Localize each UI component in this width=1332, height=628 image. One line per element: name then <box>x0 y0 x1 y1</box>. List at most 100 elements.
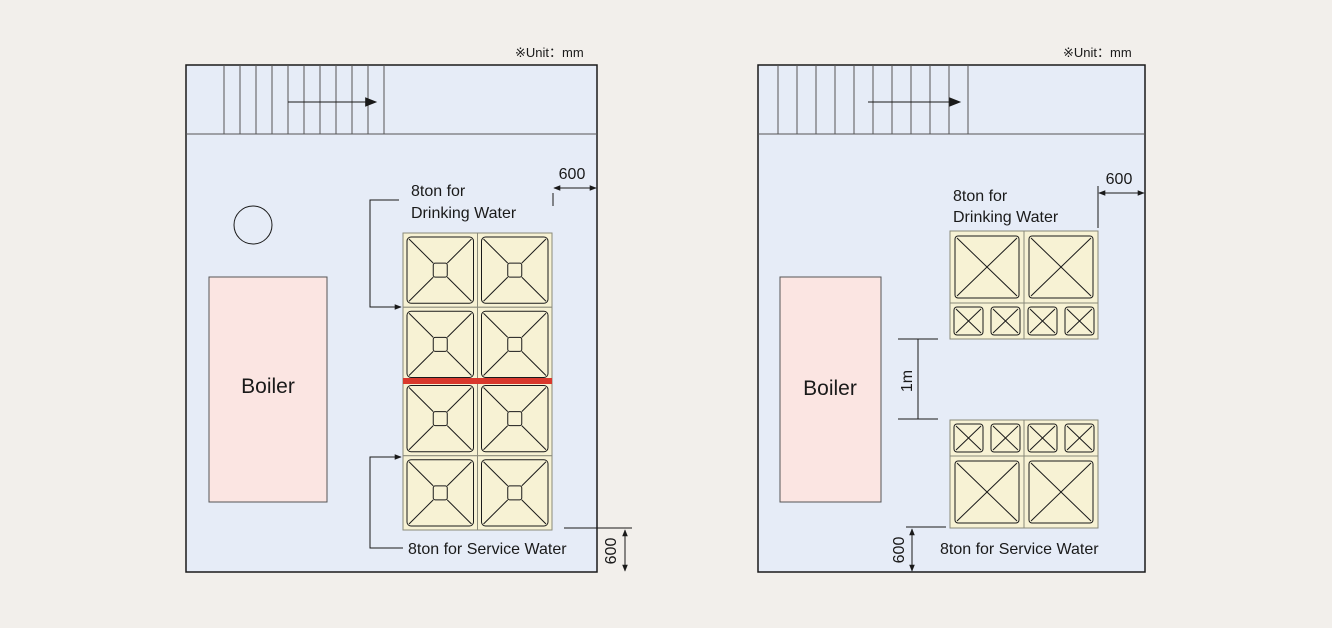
right-service-tank <box>949 419 1099 529</box>
tank-panel-rib <box>408 387 434 412</box>
tank-panel-rib <box>408 238 434 264</box>
tank-panel-frame <box>481 310 549 378</box>
tank-panel-rib <box>483 425 509 451</box>
tank-panel-frame <box>481 459 549 527</box>
tank-panel-rib <box>408 499 434 525</box>
tank-panel-frame <box>990 423 1021 453</box>
tank-panel-frame <box>1028 460 1094 524</box>
tank-panel-rib <box>1030 462 1092 522</box>
left-service-leader <box>369 454 403 549</box>
tank-panel-rib <box>446 312 472 338</box>
tank-panel-rib <box>483 499 509 525</box>
tank-panel-frame <box>953 306 984 336</box>
tank-panel-rib <box>446 276 472 302</box>
tank-panel-frame <box>1028 235 1094 299</box>
tank-panel-rib <box>956 462 1018 522</box>
right-boiler <box>779 276 882 503</box>
tank-panel-rib <box>521 276 547 302</box>
tank-panel-rib <box>446 461 472 487</box>
left-drinking-label-2: Drinking Water <box>411 205 517 222</box>
tank-panel-rib <box>1029 308 1056 334</box>
left-tank-array <box>402 232 553 531</box>
tank-panel-rib <box>521 461 547 487</box>
tank-panel-rib <box>955 425 982 451</box>
tank-panel-hub <box>432 485 448 501</box>
tank-panel-frame <box>1064 423 1095 453</box>
tank-panel-rib <box>446 425 472 451</box>
right-dim-bottom-label: 600 <box>891 537 908 564</box>
tank-panel-frame <box>953 423 984 453</box>
tank-panel-hub <box>507 411 523 427</box>
tank-panel-frame <box>954 235 1020 299</box>
tank-panel-rib <box>408 276 434 302</box>
tank-panel-rib <box>446 238 472 264</box>
right-service-label: 8ton for Service Water <box>940 541 1099 558</box>
left-tank-divider-red <box>403 378 552 384</box>
left-boiler <box>208 276 328 503</box>
tank-panel-hub <box>507 485 523 501</box>
left-unit-note: ※Unit：mm <box>515 45 584 60</box>
left-plan: ※Unit：mm Boiler 8ton for Drinking Water … <box>185 45 632 573</box>
tank-panel-rib <box>521 425 547 451</box>
tank-panel-rib <box>521 312 547 338</box>
tank-panel-rib <box>483 276 509 302</box>
tank-panel-hub <box>507 336 523 352</box>
left-staircase <box>223 65 385 134</box>
tank-panel-frame <box>1027 423 1058 453</box>
left-drinking-leader <box>369 199 402 310</box>
right-unit-note: ※Unit：mm <box>1063 45 1132 60</box>
tank-panel-rib <box>408 425 434 451</box>
right-drinking-tank <box>949 230 1099 340</box>
right-dim-gap-label: 1m <box>899 370 916 392</box>
tank-panel-rib <box>1029 425 1056 451</box>
right-staircase <box>777 65 969 134</box>
tank-panel-rib <box>992 425 1019 451</box>
tank-panel-frame <box>406 236 474 304</box>
left-boiler-label: Boiler <box>241 375 295 398</box>
tank-panel-hub <box>432 336 448 352</box>
tank-panel-rib <box>521 499 547 525</box>
right-plan: ※Unit：mm Boiler 8ton for Drinking Water … <box>757 45 1146 573</box>
right-dim-right-label: 600 <box>1106 171 1133 188</box>
tank-panel-rib <box>483 387 509 412</box>
tank-panel-hub <box>432 411 448 427</box>
tank-panel-rib <box>408 461 434 487</box>
tank-panel-rib <box>483 238 509 264</box>
left-drinking-label-1: 8ton for <box>411 183 466 200</box>
tank-panel-frame <box>406 459 474 527</box>
left-dim-right-label: 600 <box>559 166 586 183</box>
tank-panel-rib <box>483 351 509 376</box>
left-drain-circle <box>233 205 273 245</box>
tank-panel-rib <box>992 308 1019 334</box>
tank-panel-rib <box>446 499 472 525</box>
tank-panel-rib <box>521 387 547 412</box>
tank-panel-frame <box>406 385 474 453</box>
tank-panel-rib <box>956 237 1018 297</box>
tank-panel-rib <box>408 351 434 376</box>
tank-panel-frame <box>1064 306 1095 336</box>
tank-panel-frame <box>990 306 1021 336</box>
tank-panel-rib <box>521 238 547 264</box>
tank-panel-rib <box>1066 308 1093 334</box>
right-boiler-label: Boiler <box>803 377 857 400</box>
tank-panel-rib <box>1066 425 1093 451</box>
tank-panel-rib <box>408 312 434 338</box>
left-dim-bottom-label: 600 <box>603 538 620 565</box>
tank-panel-frame <box>1027 306 1058 336</box>
tank-panel-rib <box>521 351 547 376</box>
tank-panel-frame <box>406 310 474 378</box>
tank-panel-rib <box>955 308 982 334</box>
tank-panel-hub <box>432 262 448 278</box>
right-drinking-label-1: 8ton for <box>953 188 1008 205</box>
tank-panel-frame <box>481 236 549 304</box>
tank-panel-rib <box>446 387 472 412</box>
right-drinking-label-2: Drinking Water <box>953 209 1059 226</box>
tank-panel-rib <box>1030 237 1092 297</box>
tank-panel-frame <box>954 460 1020 524</box>
tank-panel-rib <box>483 312 509 338</box>
tank-panel-rib <box>483 461 509 487</box>
tank-panel-rib <box>446 351 472 376</box>
tank-panel-hub <box>507 262 523 278</box>
left-service-label: 8ton for Service Water <box>408 541 567 558</box>
